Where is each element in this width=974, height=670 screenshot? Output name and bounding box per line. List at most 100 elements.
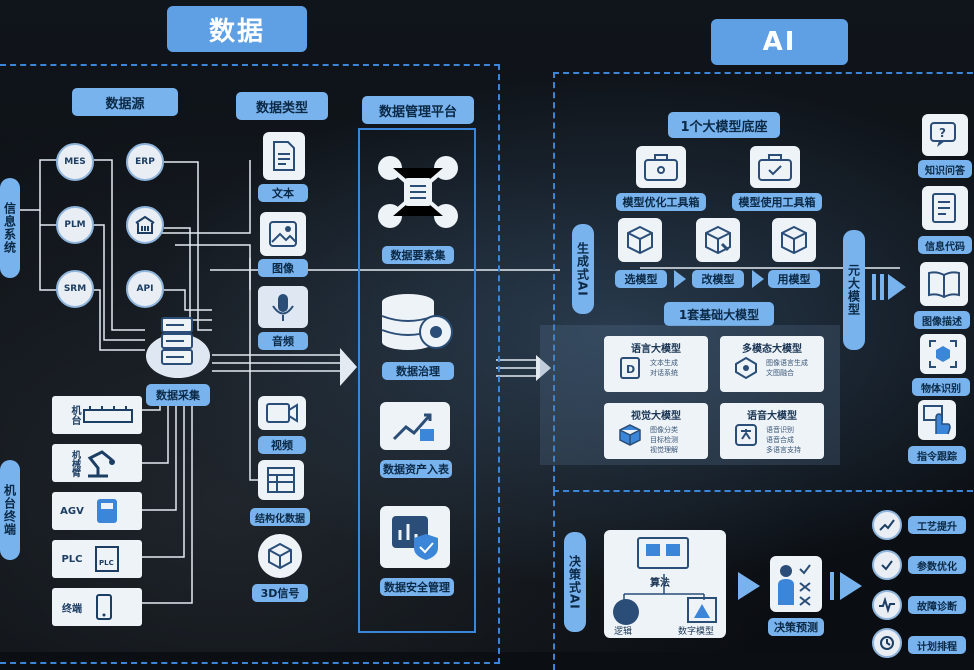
- code-document-icon: [932, 193, 956, 223]
- video-type-tile[interactable]: [258, 396, 306, 430]
- phone-icon: [96, 594, 112, 620]
- api-source[interactable]: API: [126, 270, 164, 308]
- qa-app-tile[interactable]: ?: [922, 114, 968, 156]
- terminal-robot-arm[interactable]: 机械臂: [52, 444, 142, 482]
- select-model-tile[interactable]: [618, 218, 662, 262]
- hand-touch-icon: [923, 405, 951, 435]
- structured-type-tile[interactable]: [258, 460, 304, 500]
- fault-diagnose-icon-wrap[interactable]: [872, 590, 902, 620]
- data-type-label: 数据类型: [236, 92, 328, 120]
- instruction-app-label: 指令跟踪: [908, 446, 966, 464]
- fault-diagnose-label[interactable]: 故障诊断: [908, 596, 966, 614]
- data-asset-tile[interactable]: [380, 402, 450, 450]
- decision-predict-label: 决策预测: [768, 618, 824, 636]
- terminal-device-label: 终端: [62, 603, 82, 615]
- data-security-tile[interactable]: [380, 506, 450, 568]
- terminal-machine[interactable]: 机台: [52, 396, 142, 434]
- text-type-label: 文本: [258, 184, 308, 202]
- image-type-tile[interactable]: [260, 212, 306, 256]
- vision-model-card[interactable]: 视觉大模型 图像分类目标检测视觉理解: [604, 403, 708, 459]
- arrow-right-icon-3: [738, 572, 760, 600]
- machine-terminal-label: 机台终端: [0, 460, 20, 560]
- language-model-card[interactable]: 语言大模型 D 文本生成对话系统: [604, 336, 708, 392]
- terminal-agv[interactable]: AGV: [52, 492, 142, 530]
- 3d-cube-icon: [268, 542, 292, 570]
- info-code-app-label: 信息代码: [918, 236, 972, 254]
- arrow-right-icon: [674, 270, 686, 288]
- video-type-label: 视频: [258, 436, 306, 454]
- object-recog-app-label: 物体识别: [912, 378, 970, 396]
- speech-model-card[interactable]: 语音大模型 语音识别语音合成多语言支持: [720, 403, 824, 459]
- open-book-icon: [928, 271, 960, 299]
- terminal-plc-label: PLC: [61, 553, 83, 565]
- decision-region-border: [553, 490, 974, 670]
- 3d-type-label: 3D信号: [252, 584, 308, 602]
- video-icon: [266, 403, 298, 423]
- data-section-header: 数据: [167, 6, 307, 52]
- data-element-set-icon-wrap[interactable]: [374, 152, 462, 232]
- use-toolbox-tile[interactable]: [750, 146, 800, 188]
- connection-lines: [20, 159, 900, 604]
- clock-icon: [880, 636, 894, 650]
- speech-model-title: 语音大模型: [747, 411, 797, 422]
- plm-label: PLM: [64, 220, 86, 230]
- data-platform-frame: [358, 128, 476, 633]
- cube-select-icon: [627, 225, 653, 255]
- vision-model-desc: 图像分类目标检测视觉理解: [650, 426, 678, 454]
- srm-source[interactable]: SRM: [56, 270, 94, 308]
- database-network-icon: [378, 156, 458, 228]
- building-source[interactable]: [126, 206, 164, 244]
- data-element-set-label: 数据要素集: [382, 246, 454, 264]
- svg-text:D: D: [626, 363, 635, 376]
- info-code-app-tile[interactable]: [922, 186, 968, 230]
- cube-grid-icon: [619, 424, 641, 446]
- terminal-agv-label: AGV: [60, 505, 84, 517]
- structured-type-label: 结构化数据: [250, 508, 310, 526]
- machine-icon: [83, 406, 133, 423]
- multimodal-model-card[interactable]: 多模态大模型 图像语言生成文图融合: [720, 336, 824, 392]
- process-improve-icon-wrap[interactable]: [872, 510, 902, 540]
- decision-panel[interactable]: 算法 逻辑 数字模型: [604, 530, 726, 638]
- modify-model-label: 改模型: [692, 270, 744, 288]
- 3d-type-tile[interactable]: [258, 534, 302, 578]
- data-security-label: 数据安全管理: [380, 578, 454, 596]
- decision-predict-tile[interactable]: [770, 556, 822, 612]
- data-governance-icon-wrap[interactable]: [378, 292, 456, 354]
- image-desc-app-label: 图像描述: [914, 311, 970, 329]
- plm-source[interactable]: PLM: [56, 206, 94, 244]
- cube-modify-icon: [705, 225, 731, 255]
- object-recog-app-tile[interactable]: [920, 334, 966, 374]
- image-icon: [269, 221, 297, 247]
- image-desc-app-tile[interactable]: [920, 262, 968, 306]
- erp-source[interactable]: ERP: [126, 143, 164, 181]
- use-model-tile[interactable]: [772, 218, 816, 262]
- microphone-icon: [272, 294, 294, 321]
- data-governance-label: 数据治理: [382, 362, 454, 380]
- terminal-plc[interactable]: PLC PLC: [52, 540, 142, 578]
- modify-model-tile[interactable]: [696, 218, 740, 262]
- arrow-right-icon-2: [752, 270, 764, 288]
- generative-ai-label: 生成式AI: [572, 224, 594, 314]
- plan-schedule-label[interactable]: 计划排程: [908, 636, 966, 654]
- multimodal-icon: [735, 356, 757, 380]
- param-optimize-label[interactable]: 参数优化: [908, 556, 966, 574]
- language-model-desc: 文本生成对话系统: [650, 359, 678, 377]
- instruction-app-tile[interactable]: [918, 400, 956, 440]
- data-platform-title: 数据管理平台: [362, 96, 474, 124]
- translate-icon: [735, 424, 757, 446]
- decision-panel-graphic: [613, 537, 717, 625]
- text-type-tile[interactable]: [263, 132, 305, 180]
- person-checklist-icon: [778, 564, 811, 606]
- optimize-toolbox-tile[interactable]: [636, 146, 686, 188]
- decision-ai-label: 决策式AI: [564, 532, 586, 632]
- data-source-label: 数据源: [72, 88, 178, 116]
- mes-source[interactable]: MES: [56, 143, 94, 181]
- param-optimize-icon-wrap[interactable]: [872, 550, 902, 580]
- logic-label: 逻辑: [614, 627, 633, 637]
- terminal-device[interactable]: 终端: [52, 588, 142, 626]
- audio-type-tile[interactable]: [258, 286, 308, 328]
- process-improve-label[interactable]: 工艺提升: [908, 516, 966, 534]
- plan-schedule-icon-wrap[interactable]: [872, 628, 902, 658]
- svg-text:?: ?: [939, 126, 946, 140]
- toolbox-icon: [644, 154, 678, 181]
